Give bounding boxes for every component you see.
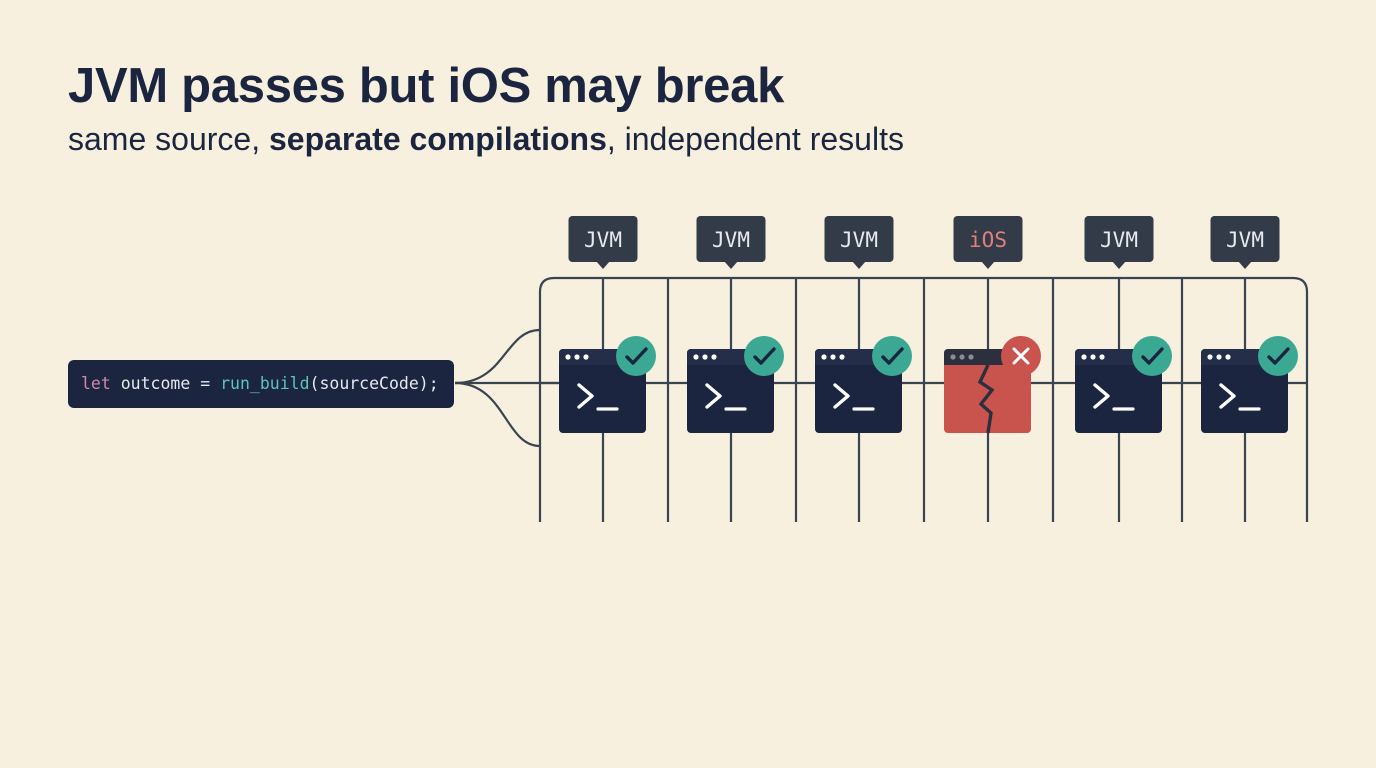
check-icon: [1258, 336, 1298, 376]
status-badge: [616, 336, 656, 376]
target-list: JVM JVM JVM iOS JVM JVM: [559, 216, 1298, 434]
crack-icon: [977, 364, 995, 434]
window-dot: [1225, 354, 1231, 360]
label-pointer: [981, 261, 995, 269]
check-mark: [1141, 347, 1164, 365]
target-2: JVM: [687, 216, 784, 433]
label-background: [1210, 216, 1280, 262]
target-label: JVM: [584, 228, 622, 252]
prompt-chevron: [705, 383, 722, 409]
code-argument: (sourceCode);: [309, 374, 439, 393]
window-dot: [693, 354, 699, 360]
check-icon: [1132, 336, 1172, 376]
target-6: JVM: [1201, 216, 1298, 433]
window-dot: [1081, 354, 1087, 360]
target-label: JVM: [1100, 228, 1138, 252]
status-badge: [1258, 336, 1298, 376]
window-dot: [830, 354, 836, 360]
target-label: JVM: [840, 228, 878, 252]
status-badge: [872, 336, 912, 376]
label-background: [953, 216, 1023, 262]
window-dot: [950, 354, 956, 360]
status-badge: [1132, 336, 1172, 376]
label-pointer: [724, 261, 738, 269]
titlebar-fill: [687, 359, 774, 365]
subtitle-emphasis: separate compilations: [268, 121, 607, 157]
check-mark: [625, 347, 648, 365]
window-dot: [1099, 354, 1105, 360]
check-mark: [753, 347, 776, 365]
fan-out-connector: [454, 328, 558, 448]
window-dot: [702, 354, 708, 360]
target-3: JVM: [815, 216, 912, 433]
prompt-chevron: [833, 383, 850, 409]
cross-mark: [1012, 347, 1030, 365]
check-mark: [881, 347, 904, 365]
cross-icon: [1001, 336, 1041, 376]
page-subtitle: same source, separate compilations, inde…: [68, 121, 904, 158]
subtitle-tail: , independent results: [606, 121, 904, 157]
titlebar-fill: [1201, 359, 1288, 365]
target-label-tag: JVM: [1084, 216, 1154, 269]
status-badge: [744, 336, 784, 376]
label-pointer: [852, 261, 866, 269]
target-4: iOS: [944, 216, 1041, 434]
check-icon: [744, 336, 784, 376]
page-title: JVM passes but iOS may break: [68, 59, 785, 113]
check-icon: [872, 336, 912, 376]
titlebar-fill: [559, 359, 646, 365]
label-background: [568, 216, 638, 262]
target-label-tag: JVM: [1210, 216, 1280, 269]
check-icon: [616, 336, 656, 376]
label-pointer: [1238, 261, 1252, 269]
window-dot: [959, 354, 965, 360]
window-dot: [574, 354, 580, 360]
pipeline-grid: [538, 276, 1309, 522]
target-label-tag: JVM: [696, 216, 766, 269]
subtitle-lead: same source,: [68, 121, 269, 157]
window-dot: [583, 354, 589, 360]
label-pointer: [1112, 261, 1126, 269]
prompt-chevron: [1093, 383, 1110, 409]
label-pointer: [596, 261, 610, 269]
prompt-chevron: [577, 383, 594, 409]
window-dot: [839, 354, 845, 360]
label-background: [824, 216, 894, 262]
code-operator: =: [200, 374, 211, 393]
fan-branch: [454, 381, 541, 448]
window-dot: [821, 354, 827, 360]
code-function: run_build: [220, 374, 310, 393]
target-label-tag: JVM: [824, 216, 894, 269]
code-snippet: let outcome = run_build(sourceCode);: [68, 360, 454, 408]
code-keyword: let: [81, 374, 111, 393]
window-dot: [1090, 354, 1096, 360]
target-1: JVM: [559, 216, 656, 433]
check-mark: [1267, 347, 1290, 365]
titlebar-fill: [1075, 359, 1162, 365]
label-background: [696, 216, 766, 262]
fan-branch: [454, 328, 541, 385]
window-dot: [1216, 354, 1222, 360]
window-dot: [565, 354, 571, 360]
titlebar-fill: [815, 359, 902, 365]
target-label: JVM: [1226, 228, 1264, 252]
code-variable: outcome: [120, 374, 191, 393]
window-dot: [1207, 354, 1213, 360]
prompt-chevron: [1219, 383, 1236, 409]
window-dot: [711, 354, 717, 360]
target-label-tag: iOS: [953, 216, 1023, 269]
target-label: iOS: [969, 228, 1007, 252]
label-background: [1084, 216, 1154, 262]
titlebar-fill: [944, 359, 1031, 365]
window-dot: [968, 354, 974, 360]
target-label: JVM: [712, 228, 750, 252]
target-label-tag: JVM: [568, 216, 638, 269]
target-5: JVM: [1075, 216, 1172, 433]
